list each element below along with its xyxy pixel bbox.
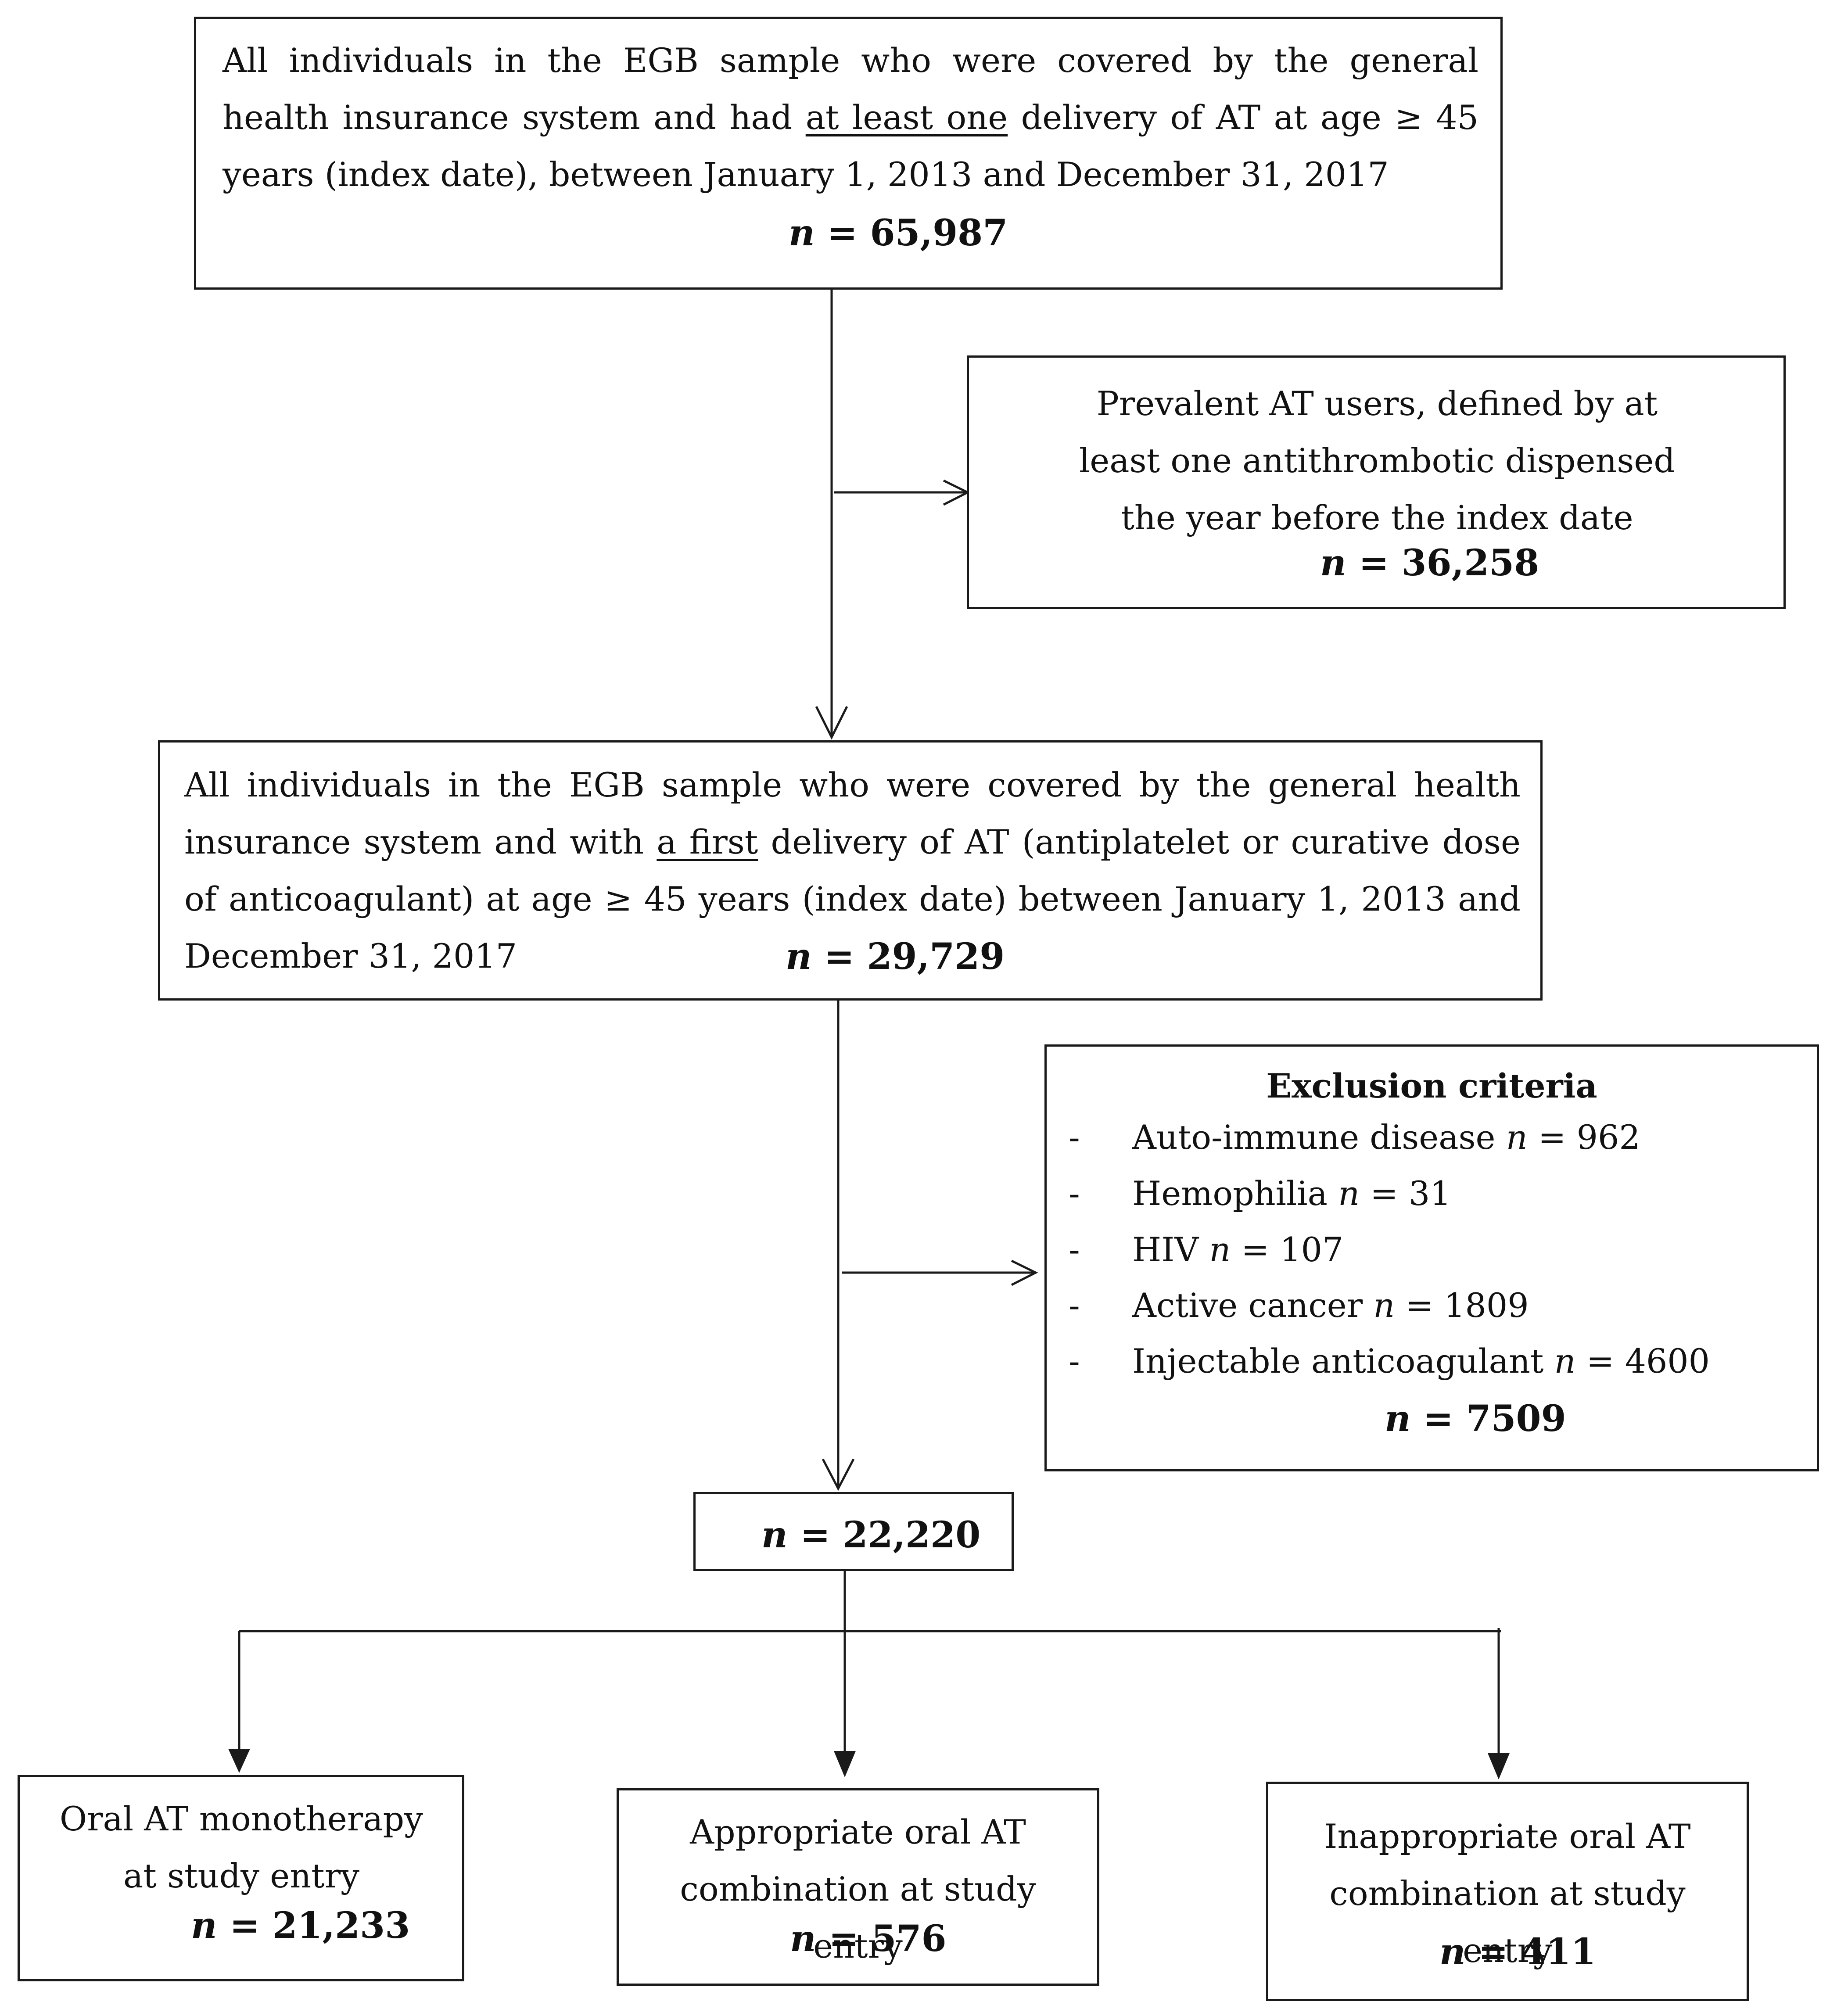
prevalent-n-count: n = 36,258	[1320, 542, 1539, 584]
arrowhead-middle	[834, 1751, 856, 1777]
exclusion-n-count: n = 7509	[1385, 1398, 1566, 1440]
appropriate-n-count: n = 576	[790, 1918, 947, 1960]
box-appropriate-combination: Appropriate oral AT combination at study…	[617, 1788, 1099, 1986]
exclusion-bullet-2: -	[1069, 1174, 1080, 1213]
exclusion-item-hemophilia: Hemophilia n = 31	[1132, 1174, 1451, 1213]
box-all-individuals: All individuals in the EGB sample who we…	[194, 17, 1503, 290]
box-cohort: n = 22,220	[693, 1492, 1014, 1571]
box-prevalent-users: Prevalent AT users, defined by at least …	[967, 355, 1786, 609]
appropriate-description: Appropriate oral AT combination at study…	[680, 1812, 1036, 1966]
exclusion-item-active-cancer: Active cancer n = 1809	[1132, 1286, 1529, 1325]
prevalent-description: Prevalent AT users, defined by at least …	[1079, 384, 1676, 537]
exclusion-item-hiv: HIV n = 107	[1132, 1230, 1344, 1269]
cohort-n-count: n = 22,220	[761, 1514, 981, 1556]
exclusion-bullet-4: -	[1069, 1286, 1080, 1325]
arrowhead-exclusion	[1011, 1259, 1038, 1286]
top-description: All individuals in the EGB sample who we…	[222, 41, 1478, 194]
second-n-count: n = 29,729	[786, 936, 1005, 978]
box-exclusion-criteria: Exclusion criteria - Auto-immune disease…	[1044, 1044, 1819, 1471]
box-monotherapy: Oral AT monotherapy at study entry n = 2…	[18, 1775, 464, 1981]
arrowhead-2	[822, 1458, 855, 1491]
arrowhead-1	[815, 706, 848, 740]
arrowhead-left	[228, 1749, 250, 1773]
inappropriate-description: Inappropriate oral AT combination at stu…	[1324, 1817, 1691, 1970]
inappropriate-n-count: n = 411	[1439, 1931, 1596, 1973]
exclusion-bullet-5: -	[1069, 1342, 1080, 1381]
top-n-count: n = 65,987	[789, 212, 1008, 254]
box-inappropriate-combination: Inappropriate oral AT combination at stu…	[1266, 1782, 1749, 2001]
underlined-phrase: at least one	[805, 98, 1008, 137]
exclusion-item-injectable: Injectable anticoagulant n = 4600	[1132, 1342, 1710, 1381]
box-first-delivery: All individuals in the EGB sample who we…	[158, 740, 1543, 1001]
exclusion-title: Exclusion criteria	[1266, 1066, 1597, 1105]
monotherapy-n-count: n = 21,233	[191, 1905, 410, 1947]
exclusion-bullet-1: -	[1069, 1118, 1080, 1157]
arrowhead-right	[1488, 1753, 1510, 1779]
exclusion-item-autoimmune: Auto-immune disease n = 962	[1132, 1118, 1640, 1157]
exclusion-bullet-3: -	[1069, 1230, 1080, 1269]
second-description: All individuals in the EGB sample who we…	[184, 765, 1521, 976]
underlined-phrase-first: a first	[657, 822, 758, 861]
monotherapy-description: Oral AT monotherapy at study entry	[59, 1799, 423, 1895]
